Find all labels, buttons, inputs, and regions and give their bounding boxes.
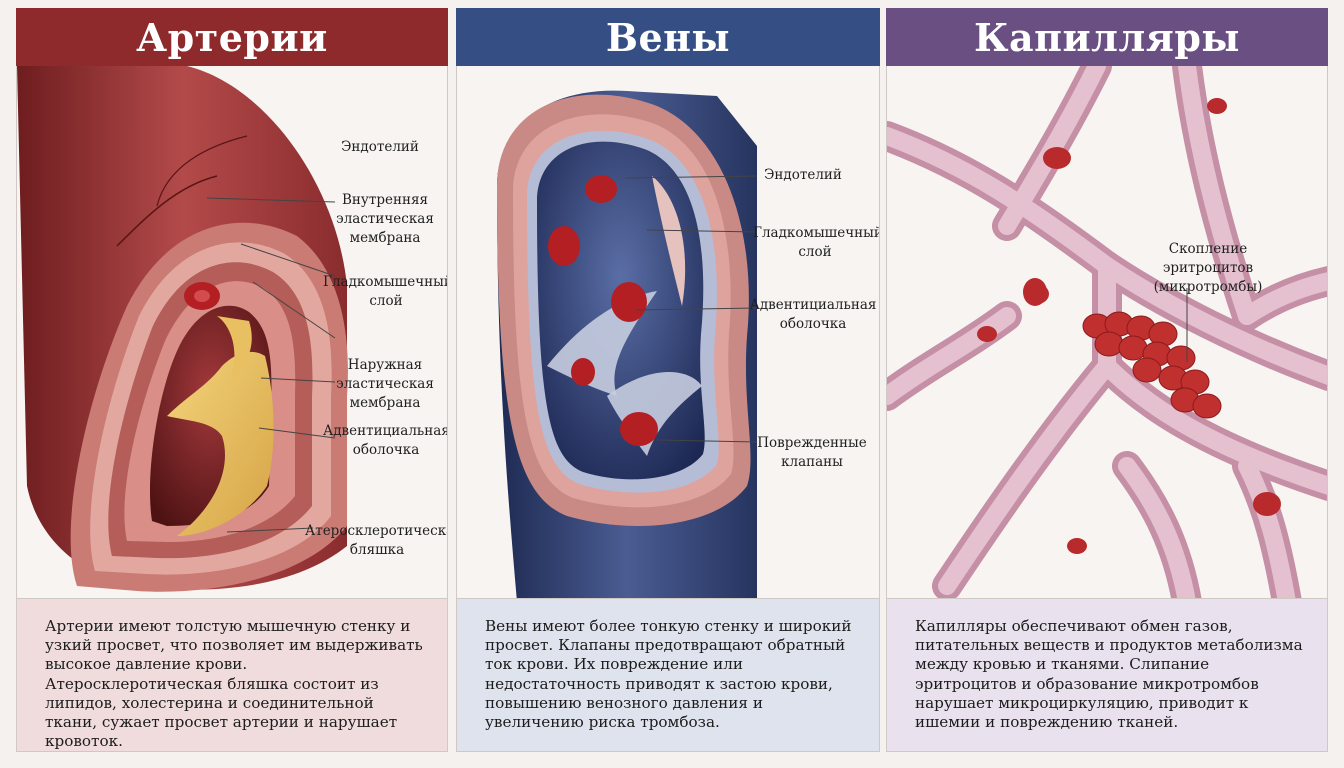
artery-label-inner-elastic: Внутренняя эластическая мембрана (336, 192, 434, 246)
vein-label-adventitia: Адвентициальная оболочка (749, 297, 877, 332)
arteries-panel: Артерии (16, 8, 448, 760)
capillaries-description-text: Капилляры обеспечивают обмен газов, пита… (915, 617, 1303, 732)
vein-label-smooth-muscle: Гладкомышечный слой (753, 225, 880, 260)
veins-panel: Вены (456, 8, 880, 760)
capillary-illustration: Скопление эритроцитов (микротромбы) (886, 66, 1328, 603)
artery-label-smooth-muscle: Гладкомышечный слой (323, 274, 448, 309)
vein-label-endothelium: Эндотелий (764, 167, 842, 183)
artery-label-adventitia: Адвентициальная оболочка (323, 423, 448, 458)
capillary-drawing (887, 66, 1327, 602)
arteries-title: Артерии (16, 8, 448, 66)
artery-label-plaque: Атеросклеротическая бляшка (305, 523, 448, 558)
capillaries-title: Капилляры (886, 8, 1328, 66)
vein-drawing (497, 90, 758, 602)
vein-label-valves: Поврежденные клапаны (757, 435, 867, 470)
capillary-label-microthrombi: Скопление эритроцитов (микротромбы) (1153, 241, 1263, 295)
artery-label-endothelium: Эндотелий (341, 139, 419, 155)
artery-label-outer-elastic: Наружная эластическая мембрана (336, 357, 434, 411)
veins-description-text: Вены имеют более тонкую стенку и широкий… (485, 617, 852, 732)
artery-illustration: Эндотелий Внутренняя эластическая мембра… (16, 66, 448, 603)
artery-drawing (17, 66, 348, 592)
veins-description: Вены имеют более тонкую стенку и широкий… (456, 598, 880, 752)
capillaries-panel: Капилляры (886, 8, 1328, 760)
veins-title: Вены (456, 8, 880, 66)
capillaries-description: Капилляры обеспечивают обмен газов, пита… (886, 598, 1328, 752)
vein-illustration: Эндотелий Гладкомышечный слой Адвентициа… (456, 66, 880, 603)
arteries-description: Артерии имеют толстую мышечную стенку и … (16, 598, 448, 752)
arteries-description-text: Артерии имеют толстую мышечную стенку и … (45, 617, 423, 751)
